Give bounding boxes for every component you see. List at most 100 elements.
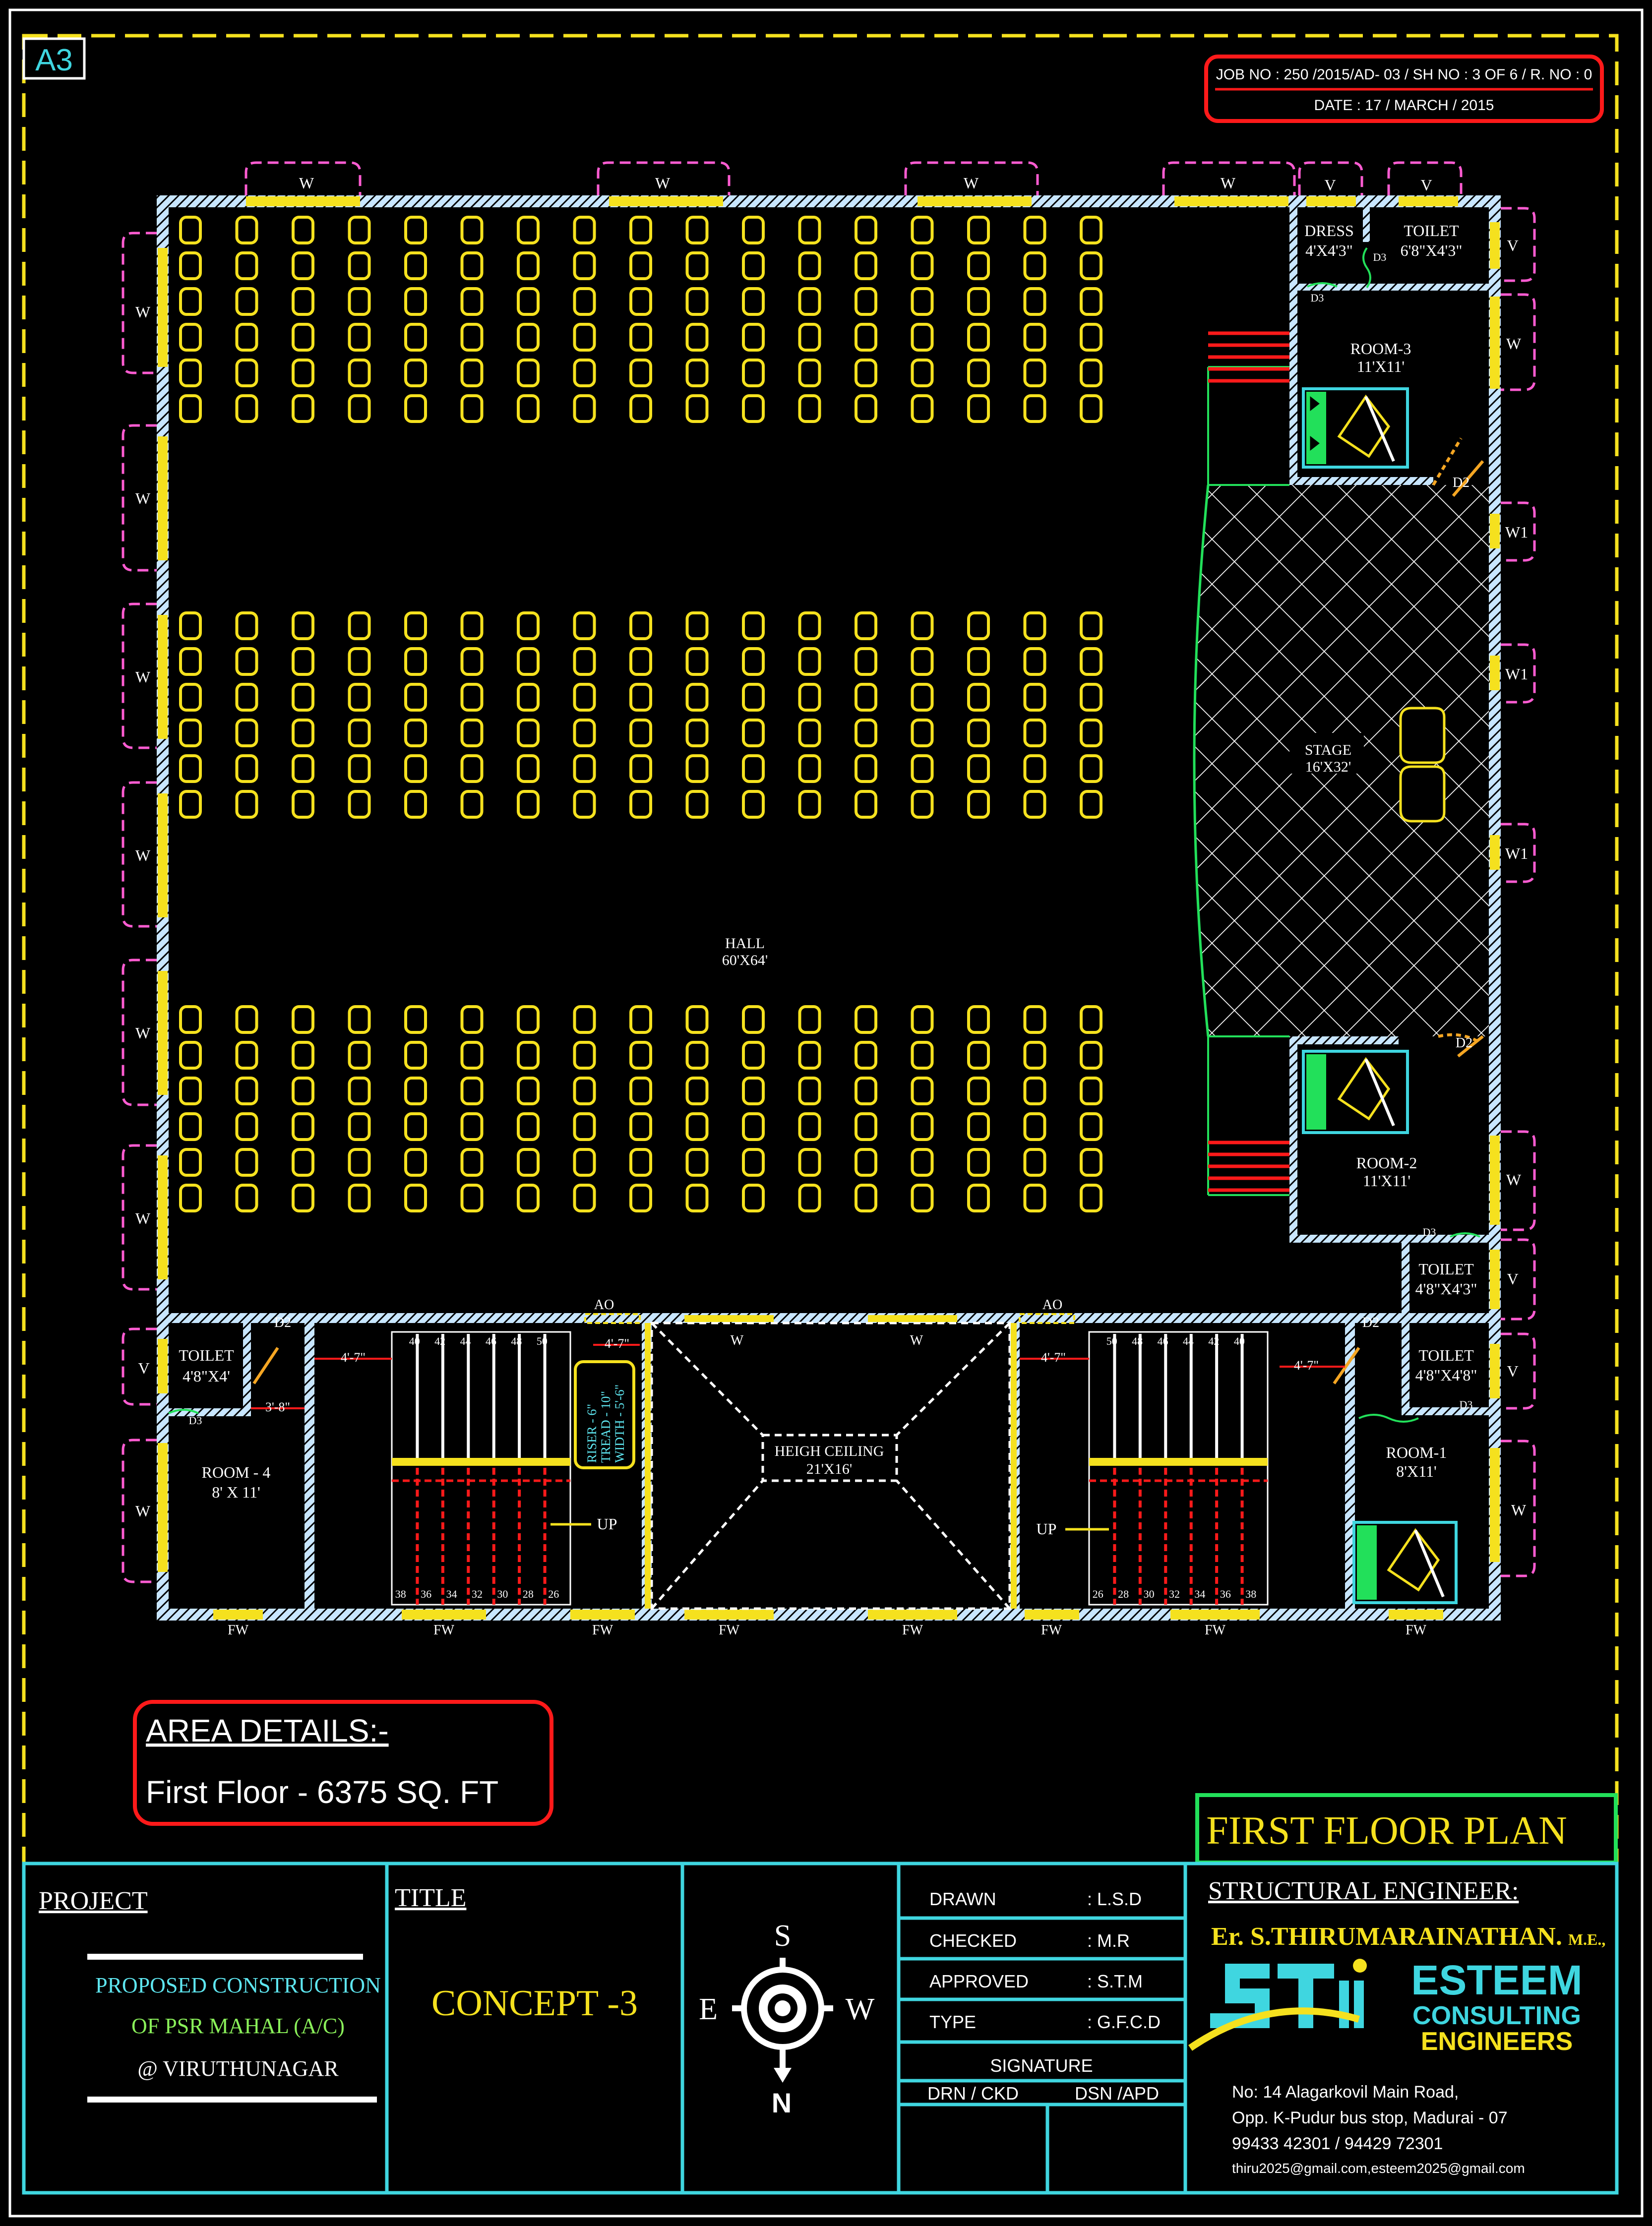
stair-step-number: 42 (434, 1335, 445, 1347)
hall-chair (855, 216, 877, 244)
window-label: W (1511, 1501, 1527, 1519)
fixed-window-label: FW (433, 1623, 455, 1638)
hall-chair (460, 1112, 484, 1141)
fixed-window-label: FW (902, 1623, 923, 1638)
window1-label: W1 (1505, 523, 1528, 541)
hall-chair (855, 394, 877, 423)
hall-chair (1080, 611, 1102, 640)
hall-chair (855, 1184, 877, 1212)
room4-name: ROOM - 4 (202, 1463, 271, 1481)
stage-label-bg (1289, 733, 1364, 774)
hall-chair (1080, 683, 1102, 712)
job-number: JOB NO : 250 /2015/AD- 03 / SH NO : 3 OF… (1216, 66, 1592, 83)
stair-step-number: 48 (511, 1335, 522, 1347)
hall-chair (179, 754, 202, 783)
hall-chair (517, 754, 540, 783)
hall-chair (404, 287, 427, 316)
hall-chair (1080, 1112, 1102, 1141)
hall-chair (235, 323, 258, 352)
stair-step-number: 40 (1234, 1335, 1245, 1347)
hall-chair (460, 611, 484, 640)
bed-room2 (1302, 1050, 1409, 1134)
stair-riser: RISER - 6" (585, 1404, 599, 1463)
hall-chair (235, 790, 258, 819)
hall-chair (967, 1112, 990, 1141)
hall-chair (742, 1005, 765, 1034)
door-label: D2 (274, 1315, 291, 1330)
stair-landing (1089, 1458, 1268, 1466)
project-line-3: @ VIRUTHUNAGAR (137, 2056, 339, 2081)
stair-dim-label: 4'-7" (1294, 1358, 1319, 1373)
hall-chair (1023, 359, 1046, 387)
window-label: W (1506, 1171, 1522, 1189)
ventilator-label: V (1507, 1362, 1518, 1380)
room2-name: ROOM-2 (1356, 1154, 1417, 1172)
type-label: TYPE (929, 2012, 976, 2032)
hall-chair (967, 611, 990, 640)
hall-chair (179, 683, 202, 712)
hall-chair (1080, 1005, 1102, 1034)
stair-tread: TREAD - 10" (599, 1391, 613, 1463)
hall-chair (798, 323, 821, 352)
hall-chair (967, 647, 990, 676)
hall-chair (629, 1005, 652, 1034)
hall-chair (742, 790, 765, 819)
hall-chair (911, 790, 934, 819)
hall-chair (235, 647, 258, 676)
hall-chair (1080, 1148, 1102, 1177)
hall-chair (685, 647, 709, 676)
hall-chair (911, 647, 934, 676)
hall-chair (235, 394, 258, 423)
hall-chair (855, 790, 877, 819)
stair-step-number: 28 (523, 1588, 534, 1600)
hall-chair (404, 1112, 427, 1141)
sheet-outer-border (8, 8, 1644, 2218)
hall-chair (742, 1148, 765, 1177)
window-label: W (135, 846, 151, 864)
height-ceiling-size: 21'X16' (806, 1461, 852, 1477)
hall-chair (742, 1184, 765, 1212)
stair-landing (392, 1458, 570, 1466)
hall-chair (573, 719, 596, 747)
stair-frame (391, 1331, 571, 1606)
window-label: W (135, 1024, 151, 1042)
hall-chair (179, 359, 202, 387)
sheet-size-label: A3 (35, 43, 73, 77)
stair-step-number: 44 (460, 1335, 471, 1347)
hall-chair (855, 1112, 877, 1141)
room1-name: ROOM-1 (1386, 1444, 1447, 1461)
ventilator-label: V (1420, 176, 1432, 194)
hall-chair (179, 323, 202, 352)
window-label: W (1506, 335, 1522, 353)
hall-chair (685, 359, 709, 387)
dress-name: DRESS (1304, 222, 1354, 240)
hall-chair (404, 1184, 427, 1212)
hall-chair (1023, 611, 1046, 640)
hall-chair (967, 1148, 990, 1177)
dsn-apd-label: DSN /APD (1075, 2083, 1159, 2104)
hall-chair (911, 359, 934, 387)
stair-step-number: 46 (1158, 1335, 1168, 1347)
hall-name: HALL (725, 935, 765, 952)
hall-chair (855, 323, 877, 352)
hall-chair (460, 1148, 484, 1177)
hall-chair (179, 1148, 202, 1177)
stair-step-number: 32 (472, 1588, 483, 1600)
hall-chair (404, 790, 427, 819)
door-label: D3 (1373, 251, 1387, 263)
hall-chair (292, 216, 314, 244)
project-line-1: PROPOSED CONSTRUCTION (95, 1973, 381, 1997)
hall-chair (911, 1112, 934, 1141)
hall-chair (404, 394, 427, 423)
hall-chair (292, 611, 314, 640)
hall-chair (629, 647, 652, 676)
hall-chair (685, 1184, 709, 1212)
hall-chair (685, 611, 709, 640)
hall-chair (1023, 216, 1046, 244)
hall-chair (798, 754, 821, 783)
window-label: W (135, 1209, 151, 1227)
hall-chair (685, 323, 709, 352)
hall-chair (742, 394, 765, 423)
hall-chair (235, 1041, 258, 1070)
hall-chair (573, 1112, 596, 1141)
